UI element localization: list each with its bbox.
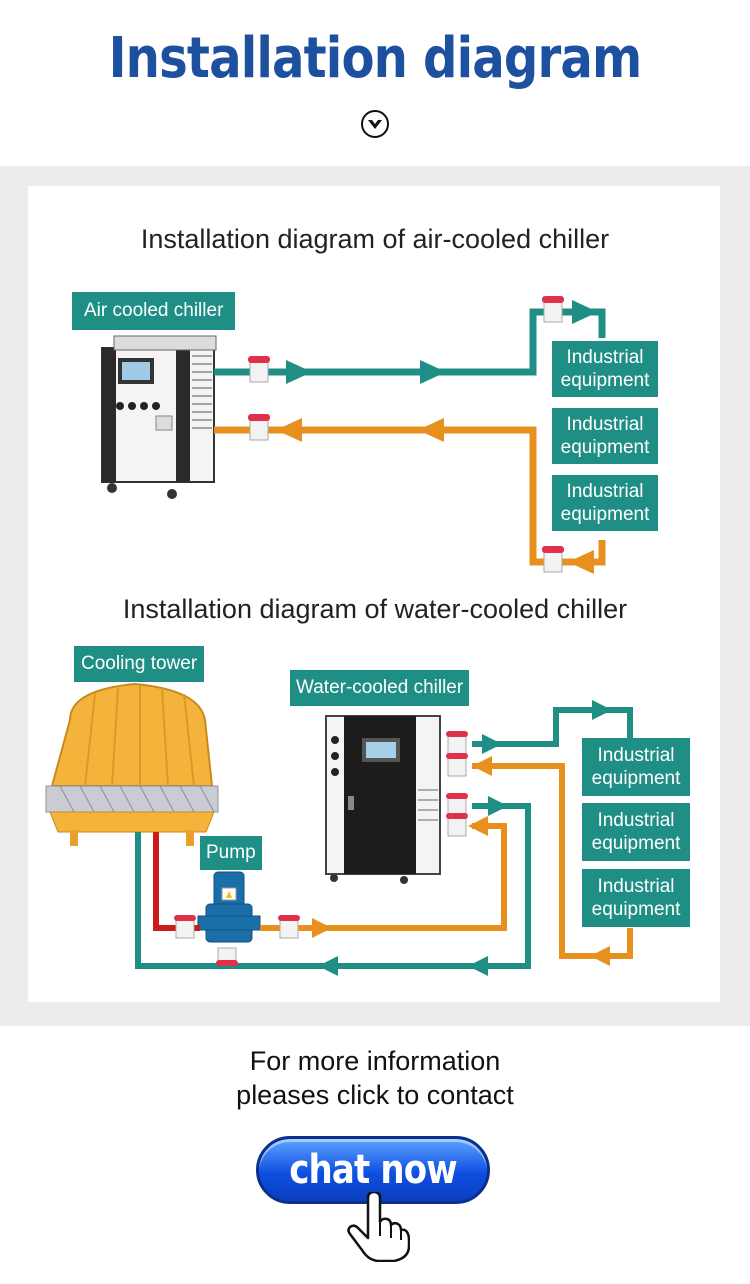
air-return-line — [214, 426, 606, 566]
valve-icon — [248, 356, 270, 383]
equipment-label-line: equipment — [591, 833, 681, 854]
valve-icon — [248, 414, 270, 441]
cooling-tower-unit — [45, 682, 219, 846]
equipment-label-line: equipment — [591, 768, 681, 789]
water-cooled-heading: Installation diagram of water-cooled chi… — [122, 594, 628, 624]
water-cooled-chiller-label: Water-cooled chiller — [290, 670, 470, 706]
water-cooled-chiller-unit — [325, 715, 441, 884]
header: Installation diagram — [0, 0, 750, 166]
contact-info-line-2: pleases click to contact — [236, 1080, 514, 1110]
page-title: Installation diagram — [108, 26, 643, 91]
valve-icon — [278, 915, 300, 939]
chilled-return-line — [472, 763, 633, 959]
condenser-return-line — [135, 803, 531, 969]
equipment-label-line: Industrial — [597, 810, 675, 831]
equipment-label-line: equipment — [560, 504, 650, 525]
industrial-equipment-box: Industrial equipment — [582, 738, 690, 796]
valve-icon — [446, 813, 468, 837]
equipment-label-line: Industrial — [566, 347, 644, 368]
equipment-label-line: equipment — [560, 370, 650, 391]
air-cooled-chiller-unit — [101, 335, 217, 499]
valve-icon — [174, 915, 196, 939]
valve-icon — [216, 947, 238, 966]
equipment-label-line: Industrial — [566, 481, 644, 502]
valve-icon — [446, 731, 468, 755]
air-cooled-chiller-label: Air cooled chiller — [72, 292, 236, 330]
equipment-label-line: equipment — [591, 899, 681, 920]
industrial-equipment-box: Industrial equipment — [552, 341, 658, 397]
contact-info-line-1: For more information — [249, 1046, 501, 1076]
equipment-label-line: Industrial — [597, 745, 675, 766]
equipment-label-line: Industrial — [597, 876, 675, 897]
industrial-equipment-box: Industrial equipment — [552, 475, 658, 531]
industrial-equipment-box: Industrial equipment — [582, 869, 690, 927]
chilled-supply-line — [472, 707, 633, 747]
hand-pointer-icon — [347, 1192, 410, 1262]
industrial-equipment-box: Industrial equipment — [552, 408, 658, 464]
pump-label: Pump — [200, 836, 262, 870]
air-cooled-heading: Installation diagram of air-cooled chill… — [140, 224, 610, 254]
installation-diagram — [45, 296, 633, 976]
valve-icon — [542, 546, 564, 573]
valve-icon — [542, 296, 564, 323]
pump-unit — [197, 871, 261, 943]
tower-outlet-line — [153, 832, 200, 931]
cooling-tower-label: Cooling tower — [74, 646, 205, 682]
chevron-down-circle-icon[interactable] — [360, 109, 390, 139]
chat-now-label: chat now — [289, 1147, 457, 1193]
equipment-label-line: equipment — [560, 437, 650, 458]
industrial-equipment-box: Industrial equipment — [582, 803, 690, 861]
equipment-label-line: Industrial — [566, 414, 644, 435]
valve-icon — [446, 753, 468, 777]
valve-icon — [446, 793, 468, 817]
